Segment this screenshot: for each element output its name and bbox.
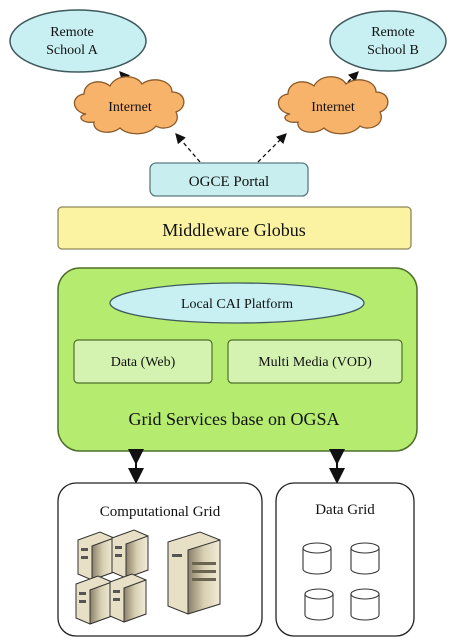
- database-icon: [350, 588, 380, 621]
- database-icon: [304, 588, 334, 621]
- multimedia-vod-label: Multi Media (VOD): [258, 355, 372, 370]
- internet-label-right: Internet: [311, 100, 355, 115]
- grid-services-caption: Grid Services base on OGSA: [129, 409, 340, 429]
- data-grid-box: Data Grid: [275, 482, 415, 637]
- middleware-globus-box: Middleware Globus: [57, 206, 412, 250]
- local-cai-platform-label: Local CAI Platform: [181, 297, 293, 312]
- arrow-portal-to-internet-right: [257, 133, 287, 163]
- computational-grid-box: Computational Grid: [57, 482, 263, 637]
- server-icon: [77, 531, 115, 581]
- internet-label-left: Internet: [108, 100, 152, 115]
- cloud-icon: [277, 76, 389, 135]
- ogce-portal-box: OGCE Portal: [149, 162, 309, 197]
- internet-cloud-left: Internet: [73, 76, 185, 135]
- server-icon: [111, 529, 149, 579]
- remote-school-a-line2: School A: [46, 43, 99, 58]
- middleware-globus-label: Middleware Globus: [162, 220, 305, 240]
- remote-school-a: Remote School A: [9, 9, 147, 73]
- remote-school-a-line1: Remote: [50, 25, 94, 40]
- data-grid-label: Data Grid: [315, 502, 375, 518]
- grid-services-box: Local CAI Platform Data (Web) Multi Medi…: [57, 267, 418, 452]
- server-icon: [75, 575, 113, 625]
- internet-cloud-right: Internet: [277, 76, 389, 135]
- multimedia-vod-box: [227, 339, 403, 384]
- arrow-internet-to-school-a: [119, 71, 139, 93]
- remote-school-b-line2: School B: [367, 43, 419, 58]
- server-icon: [109, 573, 147, 623]
- data-web-box: [73, 339, 213, 384]
- remote-school-b: Remote School B: [329, 10, 447, 72]
- computational-grid-label: Computational Grid: [100, 504, 221, 520]
- arrow-portal-to-internet-left: [175, 133, 201, 163]
- database-icon: [350, 542, 380, 575]
- database-icon: [302, 542, 332, 575]
- cloud-icon: [73, 76, 185, 135]
- server-icon: [167, 531, 221, 615]
- data-web-label: Data (Web): [111, 355, 176, 370]
- local-cai-platform-ellipse: [109, 282, 365, 324]
- ogce-portal-label: OGCE Portal: [189, 174, 269, 190]
- remote-school-b-line1: Remote: [371, 25, 415, 40]
